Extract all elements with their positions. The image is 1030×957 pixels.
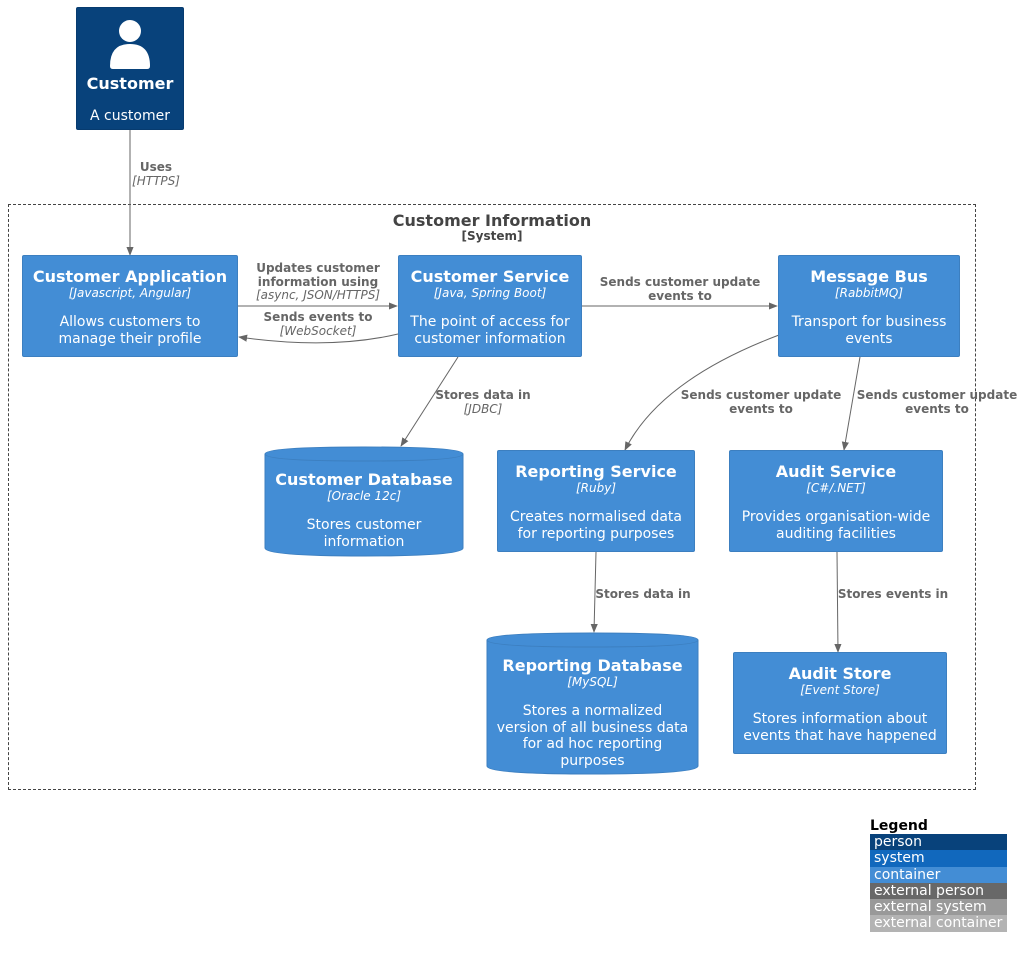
legend-item-system: system <box>870 850 1007 867</box>
edge-label-to-bus: Sends customer update events to <box>599 275 761 303</box>
person-name: Customer <box>86 74 174 93</box>
container-desc: Transport for business events <box>791 314 947 347</box>
edge-label-updates: Updates customer information using [asyn… <box>255 261 381 302</box>
container-desc: Stores information about events that hav… <box>743 711 937 744</box>
container-tech: [RabbitMQ] <box>834 286 904 300</box>
legend-title: Legend <box>870 818 928 834</box>
db-desc: Stores customer information <box>306 517 422 550</box>
person-desc: A customer <box>90 108 170 124</box>
container-tech: [Event Store] <box>800 683 880 697</box>
container-desc: Creates normalised data for reporting pu… <box>510 509 682 542</box>
container-desc: The point of access for customer informa… <box>410 314 570 347</box>
edge-audit-store <box>834 551 842 653</box>
container-desc: Allows customers to manage their profile <box>58 314 202 347</box>
boundary-title: Customer Information <box>392 211 592 230</box>
container-title: Reporting Service <box>515 462 677 481</box>
edge-bus-reporting <box>624 334 780 451</box>
edge-bus-audit <box>841 356 861 451</box>
edge-label-audit-store: Stores events in <box>837 587 949 601</box>
container-title: Customer Service <box>410 267 570 286</box>
db-tech: [Oracle 12c] <box>326 489 402 503</box>
audit-service[interactable]: Audit Service [C#/.NET] Provides organis… <box>729 450 943 552</box>
boundary-type: [System] <box>461 229 523 243</box>
edge-label-reporting-db: Stores data in <box>595 587 691 601</box>
edge-stores-jdbc <box>400 356 459 447</box>
container-title: Audit Store <box>788 664 892 683</box>
container-tech: [C#/.NET] <box>806 481 866 495</box>
container-tech: [Ruby] <box>575 481 617 495</box>
db-title: Customer Database <box>275 470 453 489</box>
db-tech: [MySQL] <box>567 675 618 689</box>
edge-label-sends-ws: Sends events to [WebSocket] <box>263 310 373 338</box>
legend-item-external-system: external system <box>870 899 1007 916</box>
container-tech: [Javascript, Angular] <box>68 286 192 300</box>
customer-application[interactable]: Customer Application [Javascript, Angula… <box>22 255 238 357</box>
legend-item-container: container <box>870 866 1007 883</box>
legend-item-external-container: external container <box>870 915 1007 932</box>
system-boundary: Customer Information [System] <box>8 204 976 790</box>
customer-service[interactable]: Customer Service [Java, Spring Boot] The… <box>398 255 582 357</box>
edge-label-stores-jdbc: Stores data in [JDBC] <box>435 388 531 416</box>
legend-item-external-person: external person <box>870 882 1007 900</box>
edge-label-uses: Uses [HTTPS] <box>132 160 180 188</box>
edge-reporting-db <box>590 551 598 633</box>
db-desc: Stores a normalized version of all busin… <box>496 703 689 769</box>
edge-sends-ws <box>238 333 399 344</box>
db-title: Reporting Database <box>502 656 683 675</box>
edge-label-bus-reporting: Sends customer update events to <box>680 388 842 416</box>
customer-person[interactable]: Customer A customer <box>76 7 184 130</box>
container-title: Message Bus <box>810 267 928 286</box>
container-tech: [Java, Spring Boot] <box>433 286 547 300</box>
message-bus[interactable]: Message Bus [RabbitMQ] Transport for bus… <box>778 255 960 357</box>
edge-label-bus-audit: Sends customer update events to <box>856 388 1018 416</box>
customer-database[interactable]: Customer Database [Oracle 12c] Stores cu… <box>264 446 464 558</box>
reporting-service[interactable]: Reporting Service [Ruby] Creates normali… <box>497 450 695 552</box>
legend-item-person: person <box>870 834 1007 851</box>
database-cylinder-icon <box>486 632 699 775</box>
legend: Legend person system container external … <box>870 818 1007 932</box>
container-title: Customer Application <box>32 267 228 286</box>
reporting-database[interactable]: Reporting Database [MySQL] Stores a norm… <box>486 632 699 776</box>
container-desc: Provides organisation-wide auditing faci… <box>741 509 931 542</box>
person-icon <box>110 20 150 69</box>
database-cylinder-icon <box>264 446 464 557</box>
container-title: Audit Service <box>775 462 897 481</box>
audit-store[interactable]: Audit Store [Event Store] Stores informa… <box>733 652 947 754</box>
